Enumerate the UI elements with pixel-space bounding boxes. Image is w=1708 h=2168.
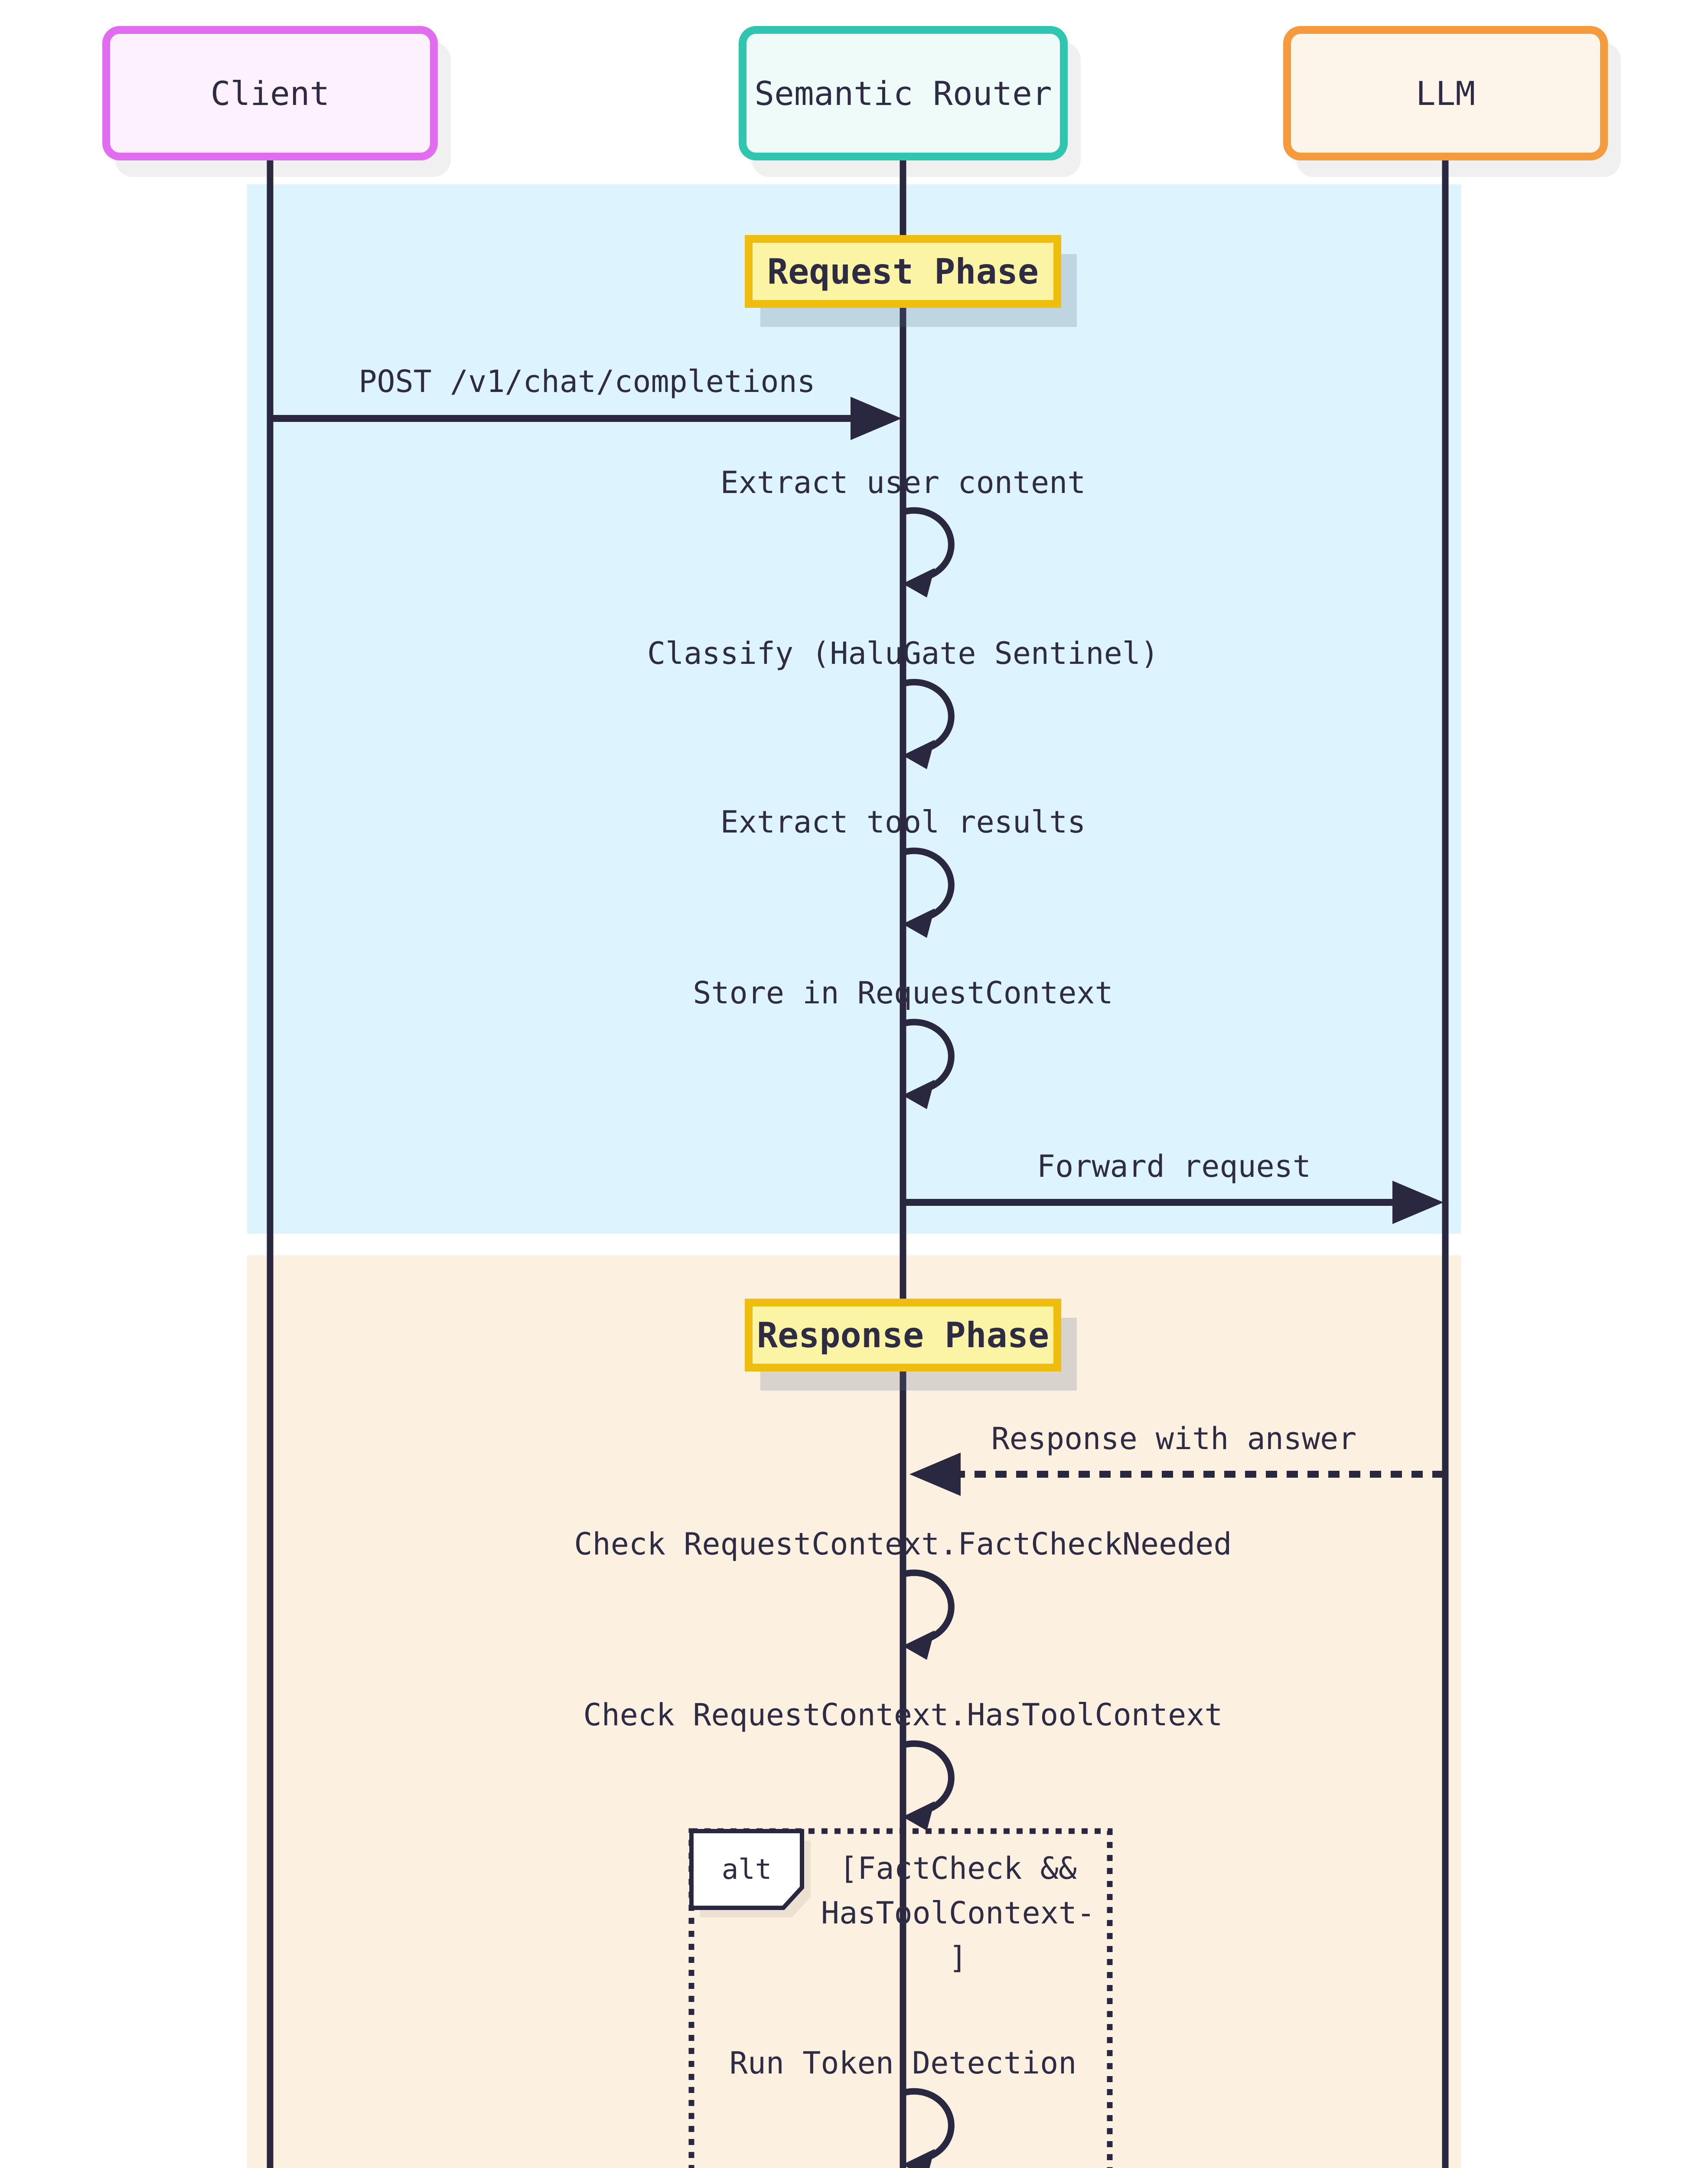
alt-operator-box — [689, 1829, 804, 1910]
response-phase-band — [247, 1255, 1461, 2168]
request-phase-label: Request Phase — [745, 235, 1061, 308]
actor-client-top-label: Client — [210, 74, 330, 113]
alt-if-condition-line2: HasToolContext- — [821, 1895, 1095, 1931]
loop-check-hastoolcontext — [903, 1740, 955, 1831]
loop-run-token-detection — [903, 2088, 955, 2168]
actor-semantic-router-top-label: Semantic Router — [754, 74, 1052, 113]
loop-extract-tool-results — [903, 847, 955, 938]
message-run-token-detection: Run Token Detection — [729, 2045, 1077, 2081]
arrow-post-request — [273, 397, 902, 440]
actor-llm-top-label: LLM — [1415, 74, 1476, 113]
message-post-request: POST /v1/chat/completions — [359, 364, 815, 399]
actor-client-top: Client — [102, 26, 438, 160]
alt-if-condition-line1: [FactCheck && — [839, 1851, 1077, 1886]
actor-llm-top: LLM — [1283, 26, 1608, 160]
request-phase-label-text: Request Phase — [767, 251, 1039, 292]
loop-classify — [903, 679, 955, 769]
message-store-requestcontext: Store in RequestContext — [693, 975, 1113, 1011]
loop-check-factcheckneeded — [903, 1569, 955, 1660]
message-forward-request: Forward request — [1037, 1149, 1311, 1184]
message-response-with-answer: Response with answer — [991, 1421, 1357, 1456]
response-phase-label: Response Phase — [745, 1299, 1061, 1371]
message-classify-sentinel: Classify (HaluGate Sentinel) — [647, 636, 1159, 671]
arrow-forward-request — [906, 1181, 1444, 1224]
alt-if-condition-line3: ] — [949, 1940, 968, 1975]
message-check-hastoolcontext: Check RequestContext.HasToolContext — [583, 1697, 1223, 1733]
actor-semantic-router-top: Semantic Router — [739, 26, 1068, 160]
arrow-response-with-answer — [909, 1453, 1444, 1496]
loop-extract-user-content — [903, 507, 955, 598]
alt-frame — [688, 1828, 1113, 2168]
loop-store-requestcontext — [903, 1019, 955, 1109]
message-extract-user-content: Extract user content — [720, 465, 1086, 500]
self-loops — [903, 507, 955, 2168]
alt-operator-label: alt — [721, 1853, 772, 1886]
message-extract-tool-results: Extract tool results — [720, 804, 1086, 840]
response-phase-label-text: Response Phase — [756, 1315, 1050, 1355]
message-check-factcheckneeded: Check RequestContext.FactCheckNeeded — [574, 1526, 1232, 1562]
request-phase-band — [247, 184, 1461, 1234]
